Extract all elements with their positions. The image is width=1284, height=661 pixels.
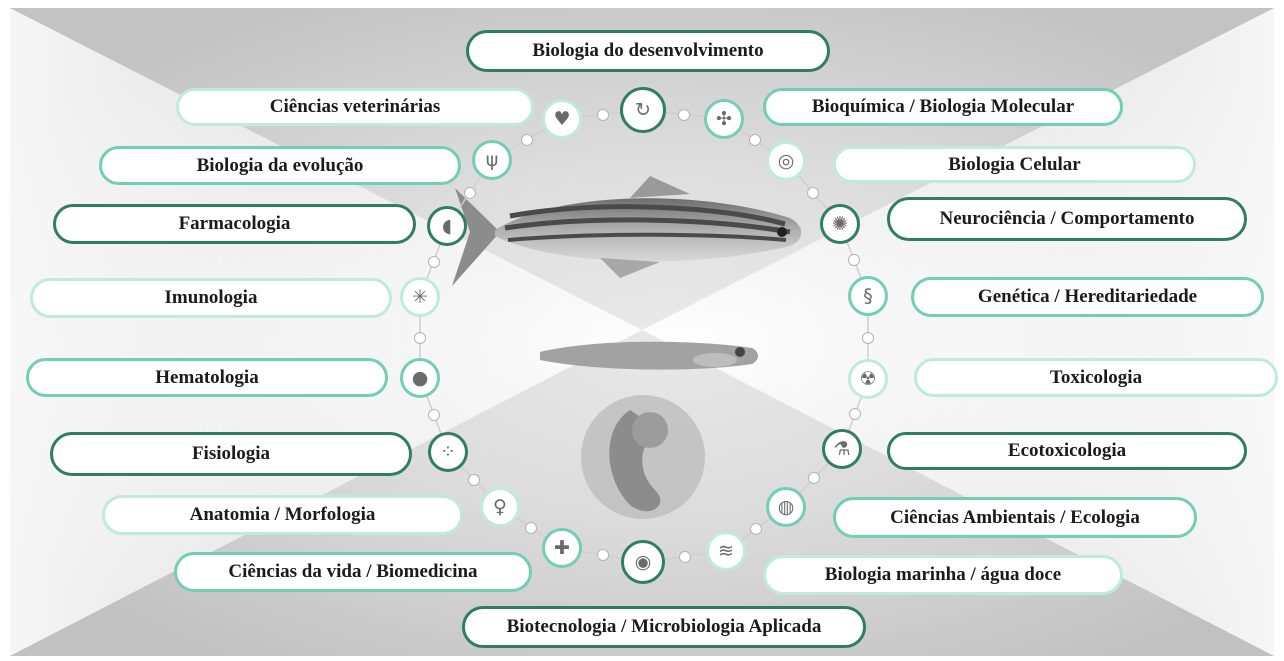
- topic-label: Imunologia: [30, 278, 392, 318]
- antibodies-icon: ✳: [400, 277, 440, 317]
- topic-label: Fisiologia: [50, 432, 412, 476]
- connector-dot: [597, 109, 609, 121]
- connector-dot: [807, 187, 819, 199]
- topic-label: Ecotoxicologia: [887, 432, 1247, 470]
- connector-dot: [679, 551, 691, 563]
- evolution-tree-icon: ψ: [472, 140, 512, 180]
- topic-label: Bioquímica / Biologia Molecular: [763, 88, 1123, 126]
- connector-dot: [808, 472, 820, 484]
- connector-dot: [597, 549, 609, 561]
- connector-dot: [428, 256, 440, 268]
- topic-label: Biotecnologia / Microbiologia Aplicada: [462, 606, 866, 648]
- topic-label: Hematologia: [26, 358, 388, 397]
- larva-yolk: [693, 353, 737, 367]
- topic-label: Biologia do desenvolvimento: [466, 30, 830, 72]
- globe-icon: ◍: [766, 487, 806, 527]
- cell-icon: ◎: [766, 141, 806, 181]
- topic-label: Ciências da vida / Biomedicina: [174, 552, 532, 592]
- embryo-head: [632, 412, 668, 448]
- connector-dot: [525, 522, 537, 534]
- human-fish-icon: ♀: [480, 487, 520, 527]
- topic-label: Ciências veterinárias: [176, 88, 534, 126]
- connector-dot: [862, 332, 874, 344]
- circle-dots-icon: ⁘: [428, 432, 468, 472]
- capsule-icon: ◖: [427, 206, 467, 246]
- zebrafish-embryo: [581, 395, 705, 519]
- petri-dish-icon: ◉: [621, 540, 665, 584]
- larva-eye: [735, 347, 745, 357]
- topic-label: Farmacologia: [53, 204, 416, 244]
- molecule-icon: ✣: [704, 99, 744, 139]
- connector-dot: [749, 134, 761, 146]
- toxic-flask-icon: ☢: [848, 359, 888, 399]
- connector-dot: [848, 254, 860, 266]
- blood-cells-icon: ●: [400, 358, 440, 398]
- connector-dot: [849, 408, 861, 420]
- topic-label: Toxicologia: [914, 358, 1278, 397]
- connector-dot: [414, 332, 426, 344]
- topic-label: Genética / Hereditariedade: [911, 277, 1264, 317]
- test-tube-drop-icon: ⚗: [822, 429, 862, 469]
- waves-fish-icon: ≋: [706, 531, 746, 571]
- brain-gear-icon: ✺: [820, 204, 860, 244]
- dna-icon: §: [848, 276, 888, 316]
- connector-dot: [750, 523, 762, 535]
- dna-medical-icon: ✚: [542, 528, 582, 568]
- connector-dot: [464, 187, 476, 199]
- connector-dot: [678, 109, 690, 121]
- topic-label: Anatomia / Morfologia: [102, 495, 463, 535]
- topic-label: Biologia marinha / água doce: [763, 555, 1123, 595]
- topic-label: Biologia da evolução: [99, 146, 461, 185]
- topic-label: Ciências Ambientais / Ecologia: [833, 497, 1197, 538]
- connector-dot: [428, 409, 440, 421]
- connector-dot: [521, 134, 533, 146]
- topic-label: Neurociência / Comportamento: [887, 197, 1247, 241]
- cycle-arrows-icon: ↻: [620, 87, 666, 133]
- connector-dot: [468, 474, 480, 486]
- fish-eye: [777, 227, 787, 237]
- topic-label: Biologia Celular: [833, 146, 1196, 183]
- heart-fish-icon: ♥: [542, 99, 582, 139]
